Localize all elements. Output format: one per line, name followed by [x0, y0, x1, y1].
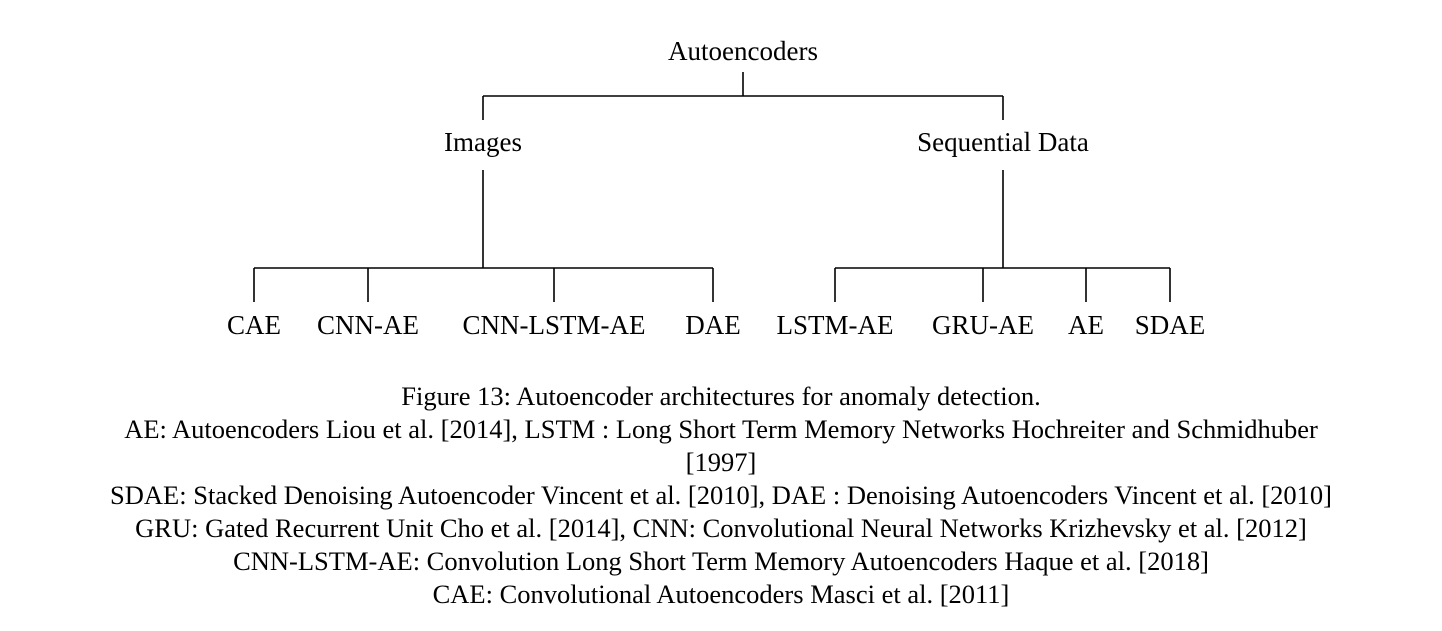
branch-node-sequential-data: Sequential Data: [917, 127, 1089, 157]
branch-node-images: Images: [444, 127, 522, 157]
caption-line: CAE: Convolutional Autoencoders Masci et…: [432, 579, 1010, 609]
caption-line: AE: Autoencoders Liou et al. [2014], LST…: [124, 414, 1318, 444]
leaf-ae: AE: [1068, 310, 1104, 340]
caption-line: GRU: Gated Recurrent Unit Cho et al. [20…: [135, 513, 1307, 543]
caption-line: [1997]: [685, 447, 757, 477]
leaf-dae: DAE: [685, 310, 741, 340]
leaf-lstm-ae: LSTM-AE: [777, 310, 894, 340]
autoencoder-taxonomy-tree: Autoencoders Images Sequential Data CAE …: [227, 36, 1206, 340]
figure-caption: Figure 13: Autoencoder architectures for…: [0, 380, 1442, 611]
caption-title: Figure 13: Autoencoder architectures for…: [401, 381, 1041, 411]
leaf-cae: CAE: [227, 310, 281, 340]
caption-line: CNN-LSTM-AE: Convolution Long Short Term…: [233, 546, 1209, 576]
caption-line: SDAE: Stacked Denoising Autoencoder Vinc…: [110, 480, 1332, 510]
leaf-cnn-ae: CNN-AE: [317, 310, 419, 340]
root-node: Autoencoders: [668, 36, 818, 66]
leaf-gru-ae: GRU-AE: [932, 310, 1034, 340]
leaf-cnn-lstm-ae: CNN-LSTM-AE: [463, 310, 646, 340]
leaf-sdae: SDAE: [1135, 310, 1206, 340]
